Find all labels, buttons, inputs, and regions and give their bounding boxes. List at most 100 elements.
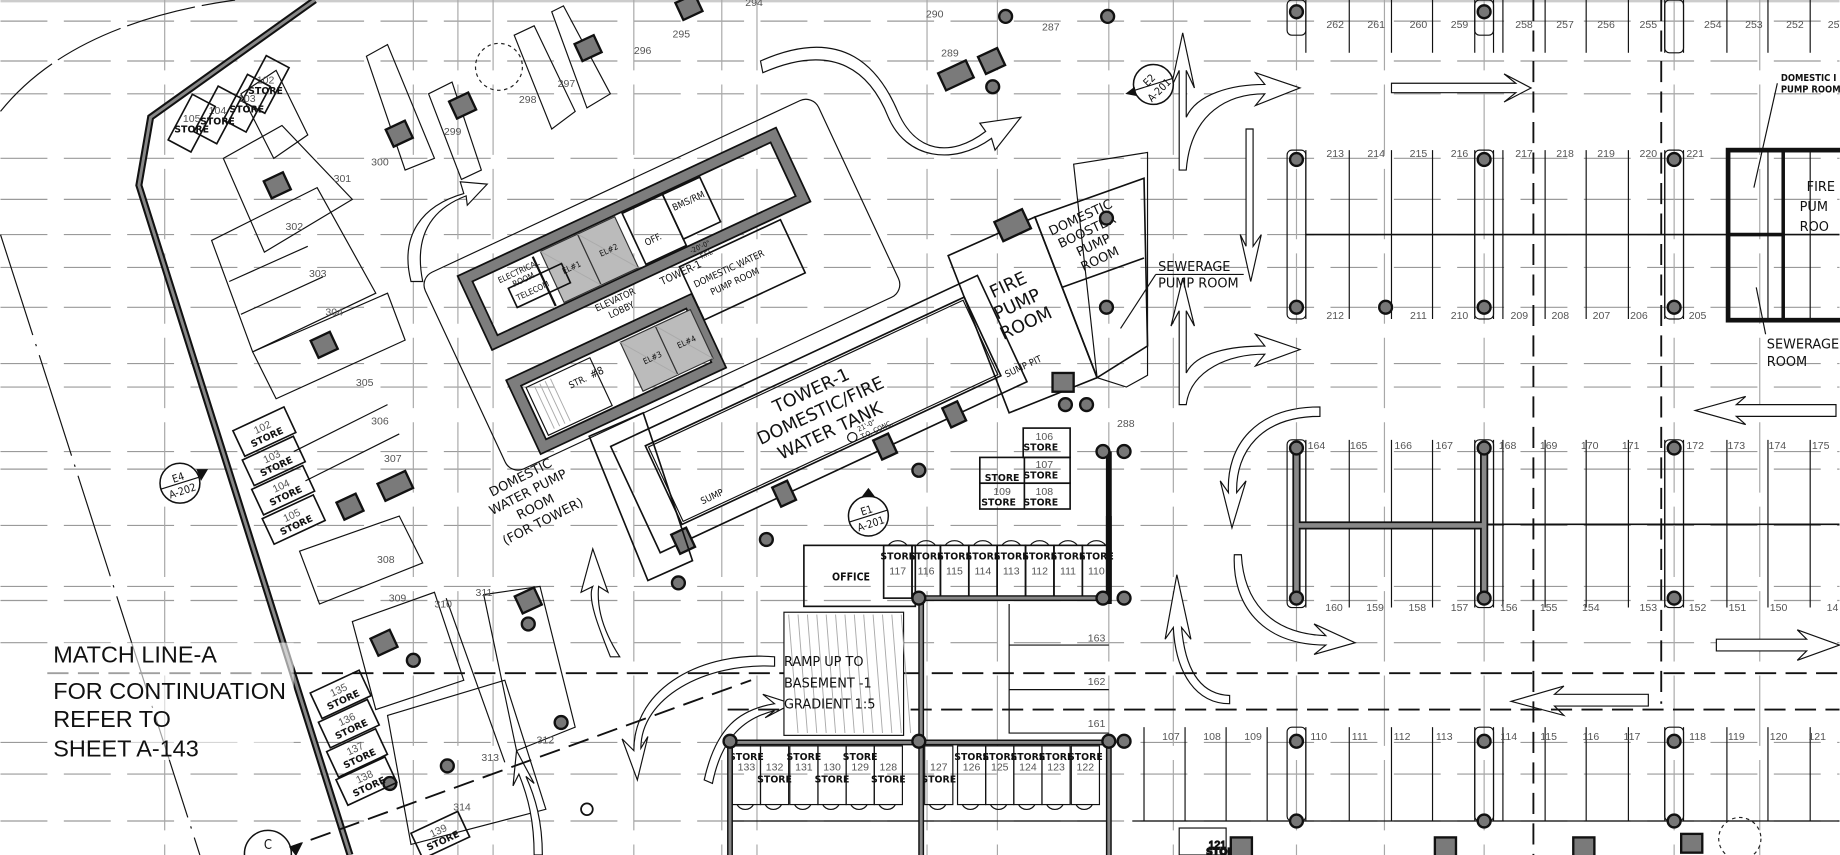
column [1476, 813, 1492, 829]
shaft-block [375, 469, 415, 503]
traffic-arrows [407, 32, 1840, 855]
column [1288, 299, 1305, 315]
column [405, 652, 421, 668]
store-number: 111 [1060, 566, 1076, 578]
column [1057, 397, 1074, 413]
parking-bay-number: 252 [1786, 19, 1804, 31]
store-outline [250, 464, 316, 516]
store-label: STORE [1068, 752, 1103, 763]
lot-number: 300 [371, 156, 389, 168]
pump-room-wall [588, 411, 694, 582]
down-curve-arrow-icon [621, 655, 776, 782]
up-curve-arrow-icon [1164, 574, 1231, 705]
parking-bay-number: 107 [1162, 731, 1180, 743]
parking-bay-number: 111 [1352, 731, 1368, 743]
left-arrow-icon [1693, 395, 1837, 426]
column [1288, 151, 1305, 168]
store-number: 127 [930, 762, 948, 774]
ramp-hatch-line [882, 614, 893, 734]
ramp-hatch-line [835, 614, 846, 734]
store-number: 103 [238, 93, 256, 105]
pillar-strip [1664, 439, 1685, 609]
store-number: 132 [766, 762, 784, 774]
lot-number: 289 [941, 47, 959, 59]
match-line-text-3: SHEET A-143 [53, 735, 198, 761]
parking-bay-number: 171 [1622, 440, 1640, 452]
door-swing [793, 804, 812, 810]
ramp-hatch-line [788, 614, 799, 734]
door-swing [850, 804, 868, 810]
parking-bay-number: 110 [1310, 731, 1327, 743]
match-line-text-1: FOR CONTINUATION [53, 678, 286, 704]
marker-top: E4 [171, 471, 186, 486]
store-outline [317, 698, 381, 749]
store-number: 121 [1209, 839, 1227, 851]
right-sewerage-label-2: ROOM [1767, 355, 1807, 370]
sewerage-pump-room-label-2: PUMP ROOM [1158, 276, 1239, 291]
s-curve-arrow-icon [759, 46, 1023, 156]
lot-number: 307 [384, 453, 402, 465]
parking-bay-number: 116 [1582, 731, 1599, 743]
lot-number: 308 [377, 554, 395, 566]
store-outline [334, 755, 398, 807]
parking-bay-number: 159 [1366, 602, 1384, 614]
right-fire-label-3: ROO [1800, 220, 1829, 235]
water-tank: TOWER-1 DOMESTIC/FIRE WATER TANK 21'-0" … [609, 274, 1029, 556]
lot-number: 295 [673, 29, 691, 41]
column [1116, 590, 1132, 606]
store-number: 125 [991, 762, 1009, 774]
lot-number: 306 [371, 416, 389, 428]
parking-bay-number: 215 [1410, 148, 1428, 160]
door-swing [944, 540, 965, 546]
store-outline [261, 493, 327, 546]
parking-bay-number: 172 [1686, 440, 1704, 452]
lot-number: 298 [519, 94, 537, 106]
door-swing [1086, 540, 1107, 546]
parking-bay-number: 115 [1540, 731, 1557, 743]
column [1101, 733, 1117, 749]
lot-number: 303 [309, 268, 327, 280]
ramp-hatch-line [825, 614, 837, 734]
store-unit [873, 745, 903, 806]
door-swing [878, 804, 896, 810]
parking-bay-number: 220 [1640, 148, 1658, 160]
column [1098, 210, 1115, 226]
u-turn-arrow-icon [1219, 406, 1321, 530]
beam [1294, 451, 1487, 599]
lot-number: 294 [745, 0, 763, 9]
door-swing [1018, 804, 1036, 810]
parking-bay-number: 214 [1367, 148, 1385, 160]
store-number: 108 [1036, 486, 1054, 498]
lot-number: 290 [926, 9, 944, 21]
store-number: 122 [1077, 762, 1095, 774]
store-unit [924, 745, 954, 806]
store-number: 116 [918, 566, 935, 578]
parking-bay-number: 150 [1770, 602, 1788, 614]
column [1116, 443, 1132, 460]
lot-number: 312 [536, 735, 554, 747]
parking-bay-number: 156 [1500, 602, 1518, 614]
ramp-label: RAMP UP TO [784, 655, 864, 670]
store-outline [167, 93, 217, 154]
parking-bay-number: 205 [1689, 310, 1707, 322]
ramp-hatch-line [844, 614, 855, 734]
column [722, 733, 738, 749]
store-label: STORE [909, 551, 944, 562]
store-label: STORE [248, 86, 283, 97]
store-label: STORE [174, 125, 209, 136]
curved-arrow-icon [407, 181, 489, 283]
parking-bay-number: 216 [1451, 148, 1469, 160]
door-swing [764, 804, 783, 810]
stair-number: #8 [588, 365, 606, 382]
door-swing [961, 804, 980, 810]
pillar-strip [1664, 149, 1685, 320]
store-unit [1070, 745, 1101, 806]
shaft-block [1572, 836, 1596, 855]
parking-bay-number: 169 [1540, 440, 1558, 452]
section-marker-c: C [243, 829, 304, 855]
shaft-block [513, 585, 544, 616]
structural-columns [382, 4, 1762, 855]
shaft-block [447, 91, 478, 121]
